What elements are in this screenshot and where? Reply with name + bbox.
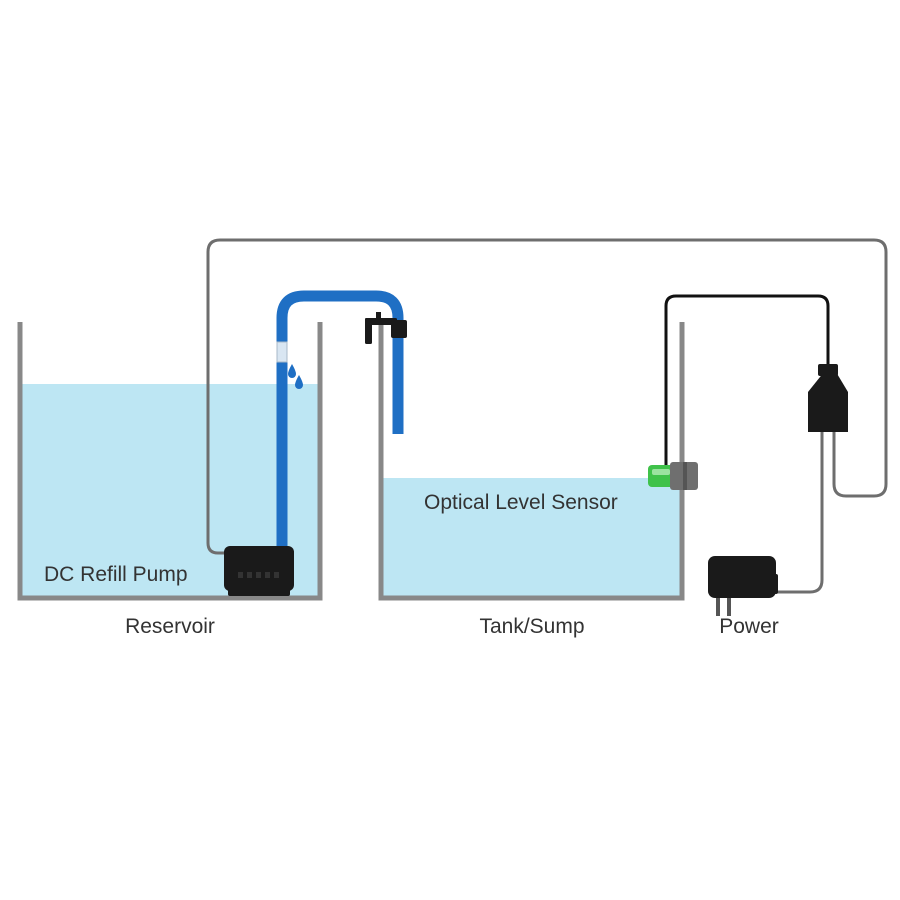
pump-icon [224,546,294,596]
controller-icon [808,364,848,432]
pump-cable [206,238,888,555]
tank-sump [378,322,685,601]
tube-clip-icon [365,312,407,344]
optical-sensor-icon [648,462,698,490]
sensor-cable [664,294,830,466]
water-drops-icon [288,364,303,389]
refill-tube [276,290,404,548]
pump-label: DC Refill Pump [44,563,188,586]
power-adapter-icon [708,556,778,616]
power-cable [776,432,824,594]
reservoir-tank [17,322,323,601]
power-label: Power [719,615,779,638]
tube-connector [276,341,288,363]
tank-label: Tank/Sump [479,615,584,638]
tank-water [381,478,682,597]
sensor-label: Optical Level Sensor [424,491,618,514]
reservoir-label: Reservoir [125,615,215,638]
